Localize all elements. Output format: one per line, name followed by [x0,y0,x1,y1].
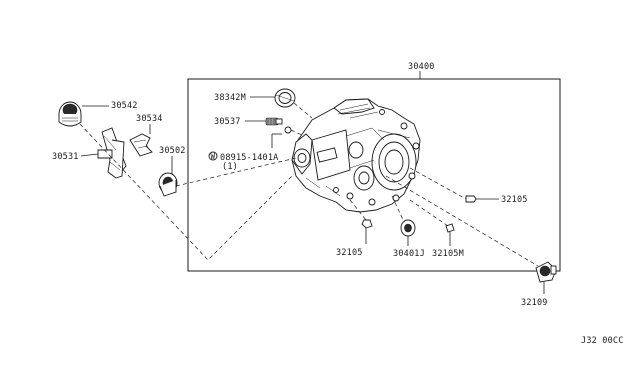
label-group-32105m: 32105M [432,232,464,259]
part-label-30400[interactable]: 30400 [408,62,435,72]
part-label-30531[interactable]: 30531 [52,152,79,162]
part-label-30401j[interactable]: 30401J [393,249,425,259]
dowel-32105-bottom[interactable] [361,219,373,229]
label-group-32109: 32109 [521,282,548,308]
label-group-30534: 30534 [136,114,163,134]
part-qty-08915: (1) [222,162,238,172]
label-group-30537: 30537 [214,117,266,127]
washer-icon [208,151,218,161]
part-label-32105-bottom[interactable]: 32105 [336,248,363,258]
label-group-38342m: 38342M [214,93,275,103]
label-group-30502: 30502 [159,146,186,174]
part-label-30534[interactable]: 30534 [136,114,163,124]
label-group-08915: W 08915-1401A (1) [208,133,282,172]
pin-32105m[interactable] [445,223,455,233]
part-label-32105m[interactable]: 32105M [432,249,464,259]
seal-38342m[interactable] [274,88,296,108]
diagram-code: J32 00CC [581,336,624,346]
part-label-30502[interactable]: 30502 [159,146,186,156]
part-label-32109[interactable]: 32109 [521,298,548,308]
switch-30537[interactable] [265,117,292,134]
dowel-32105-right[interactable] [465,195,477,203]
release-bearing-30502[interactable] [158,172,178,197]
plug-32109[interactable] [535,261,557,283]
bearing-30542[interactable] [58,101,82,127]
label-group-32105-bottom: 32105 [336,228,367,258]
part-label-38342m[interactable]: 38342M [214,93,246,103]
fork-lever-30531[interactable] [97,127,127,179]
seal-30401j[interactable] [400,219,416,237]
transmission-case[interactable] [291,98,421,213]
assembly-frame [187,78,561,272]
label-group-30542: 30542 [82,101,138,111]
part-label-30537[interactable]: 30537 [214,117,241,127]
washer-symbol: W [211,152,216,161]
label-group-30531: 30531 [52,152,99,162]
clip-30534[interactable] [129,133,153,157]
label-group-32105-right: 32105 [476,195,528,205]
label-group-30401j: 30401J [393,236,425,259]
part-label-30542[interactable]: 30542 [111,101,138,111]
label-group-30400: 30400 [408,62,435,79]
part-label-08915[interactable]: 08915-1401A [220,153,279,163]
part-label-32105-right[interactable]: 32105 [501,195,528,205]
